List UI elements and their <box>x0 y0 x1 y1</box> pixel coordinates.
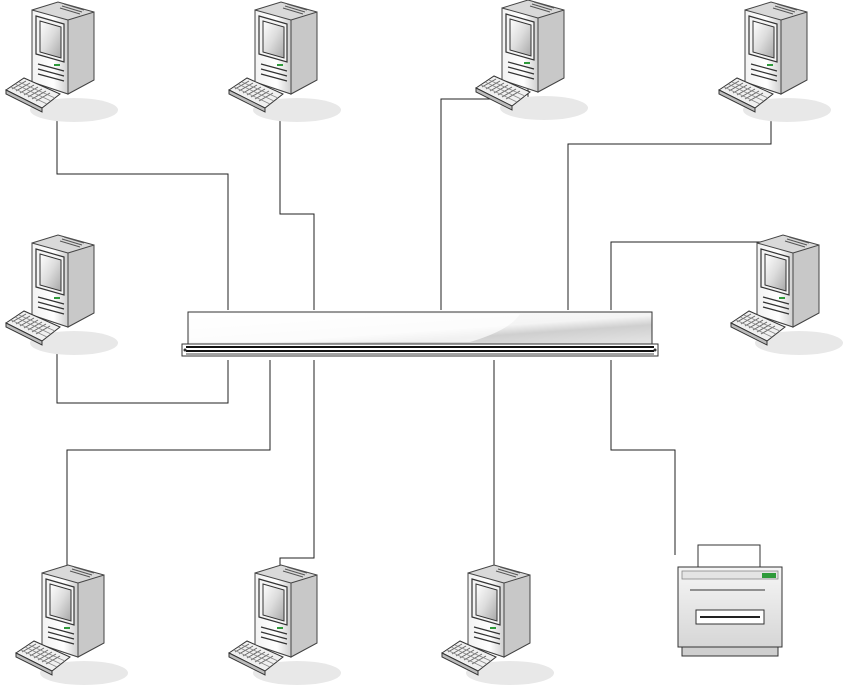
computer-icon <box>730 234 844 356</box>
computer-icon <box>5 1 119 123</box>
computer-icon <box>475 0 589 121</box>
link-pc-mid-right <box>610 241 770 310</box>
computer-icon <box>228 1 342 123</box>
computer-icon <box>5 234 119 356</box>
link-printer <box>610 360 676 555</box>
network-switch-icon <box>181 311 659 357</box>
computer-icon <box>441 564 555 686</box>
link-pc-top-3 <box>440 80 529 310</box>
link-pc-bottom-1 <box>66 360 271 575</box>
computer-icon <box>228 564 342 686</box>
link-pc-top-2 <box>279 110 315 310</box>
printer-icon <box>677 544 783 657</box>
computer-icon <box>718 1 832 123</box>
link-pc-top-1 <box>56 110 229 310</box>
link-pc-mid-left <box>56 340 229 404</box>
link-pc-bottom-2 <box>279 360 315 575</box>
connection-lines <box>56 80 772 575</box>
computer-icon <box>15 564 129 686</box>
link-pc-top-4 <box>567 110 772 310</box>
